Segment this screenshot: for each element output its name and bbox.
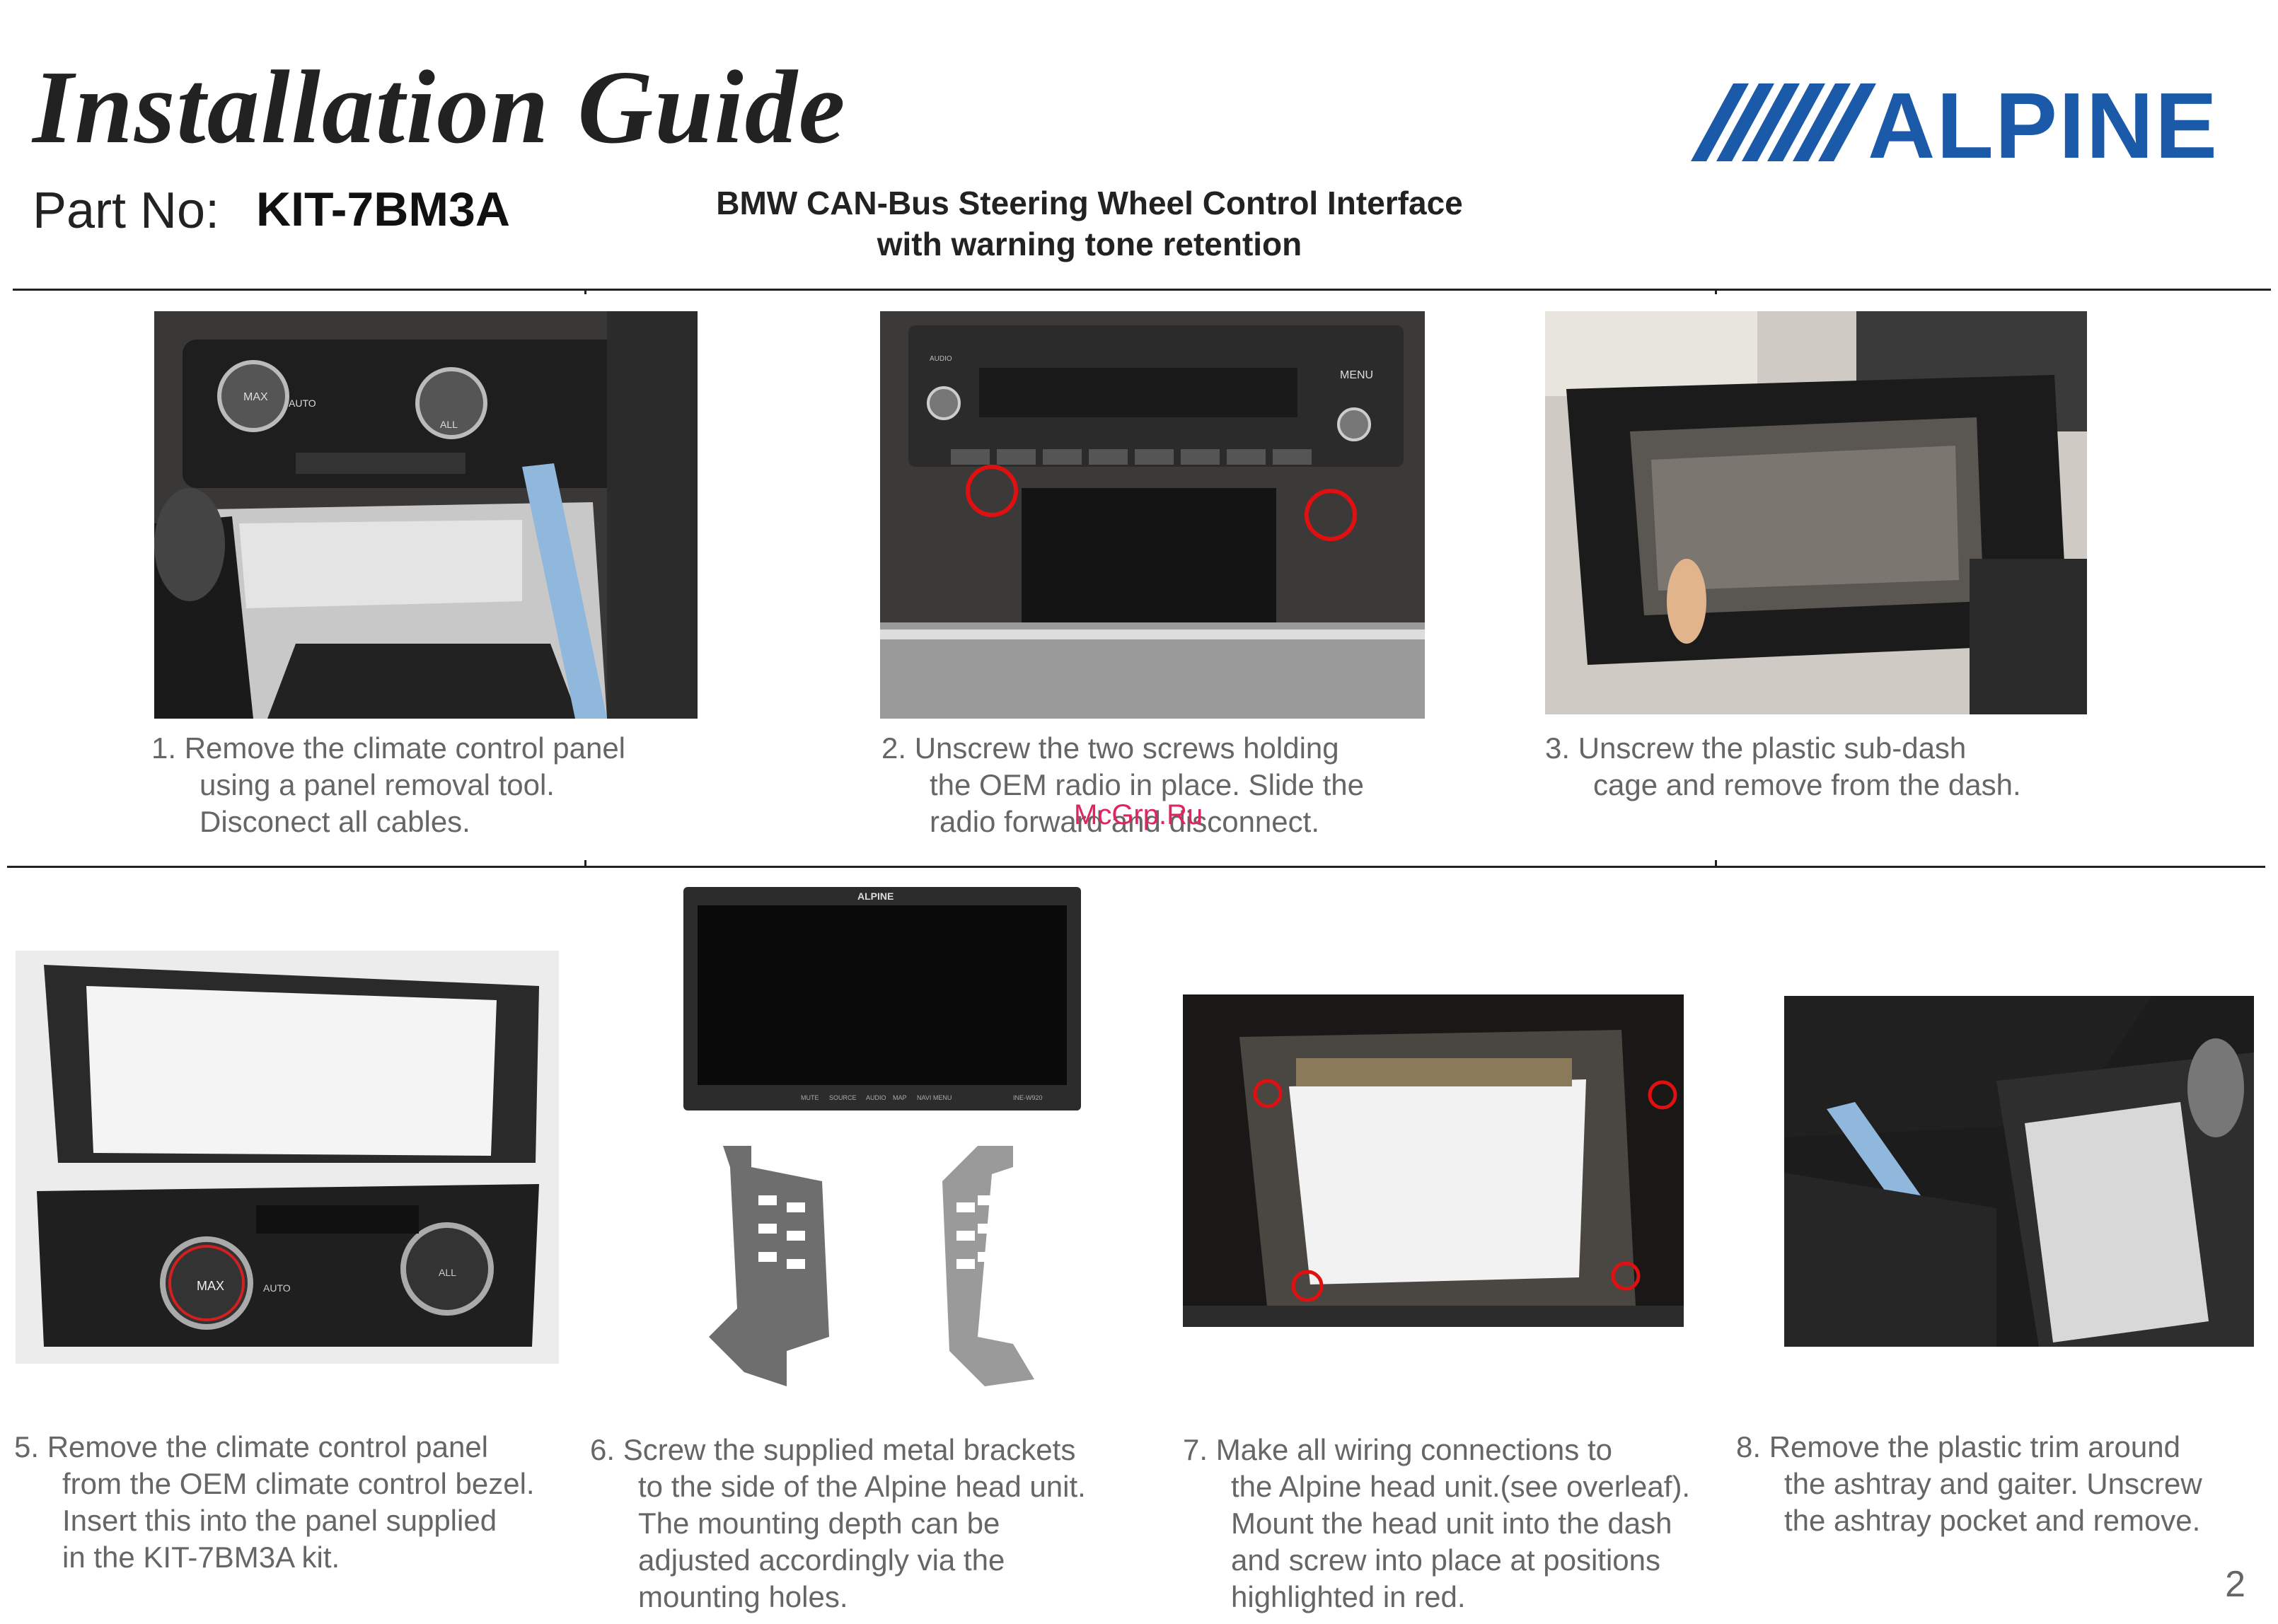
step-2-caption: 2. Unscrew the two screws holding the OE… — [881, 730, 1364, 840]
unit-button-label: MAP — [893, 1094, 907, 1101]
alpine-logo-text: ALPINE — [1868, 83, 2219, 161]
radio-audio-label: AUDIO — [930, 355, 952, 363]
photo-step-8 — [1784, 996, 2254, 1347]
bezel-all-label: ALL — [439, 1267, 456, 1278]
step-7-line-4: and screw into place at positions — [1231, 1543, 1661, 1577]
mount-marker — [1648, 1080, 1677, 1110]
photo-step-7 — [1183, 994, 1684, 1327]
bezel-auto-label: AUTO — [263, 1282, 291, 1294]
unit-button-label: AUDIO — [866, 1094, 886, 1101]
step-3-line-1: 3. Unscrew the plastic sub-dash — [1545, 731, 1967, 765]
step-8-line-2: the ashtray and gaiter. Unscrew — [1784, 1467, 2202, 1500]
unit-button-label: MUTE — [801, 1094, 819, 1101]
step-5-line-1: 5. Remove the climate control panel — [14, 1430, 489, 1463]
step-7-line-3: Mount the head unit into the dash — [1231, 1507, 1672, 1540]
climate-auto-label: AUTO — [289, 398, 316, 409]
divider-top — [13, 289, 2271, 291]
alpine-logo: ALPINE — [1691, 83, 2219, 161]
step-1-line-3: Disconect all cables. — [200, 805, 470, 838]
product-subtitle: BMW CAN-Bus Steering Wheel Control Inter… — [637, 182, 1542, 265]
divider-tick — [584, 289, 586, 294]
divider-middle — [7, 866, 2265, 868]
mount-marker — [1611, 1261, 1641, 1291]
step-5-line-3: Insert this into the panel supplied — [62, 1504, 497, 1537]
step-5-line-2: from the OEM climate control bezel. — [62, 1467, 535, 1500]
photo-step-1: MAX AUTO ALL — [154, 311, 698, 719]
step-6-line-5: mounting holes. — [638, 1580, 848, 1613]
step-6-caption: 6. Screw the supplied metal brackets to … — [590, 1432, 1086, 1616]
step-2-line-2: the OEM radio in place. Slide the — [930, 768, 1365, 801]
climate-max-label: MAX — [243, 391, 268, 403]
unit-button-label: NAVI MENU — [917, 1094, 952, 1101]
divider-tick — [584, 860, 586, 866]
photo-step-5: MAX AUTO ALL — [16, 951, 559, 1364]
step-8-caption: 8. Remove the plastic trim around the as… — [1736, 1429, 2202, 1539]
photo-step-6: ALPINE INE-W920 MUTE SOURCE AUDIO MAP NA… — [681, 884, 1084, 1408]
screw-marker — [966, 465, 1018, 517]
step-1-line-2: using a panel removal tool. — [200, 768, 555, 801]
photo-step-3 — [1545, 311, 2087, 714]
step-8-line-3: the ashtray pocket and remove. — [1784, 1504, 2201, 1537]
unit-button-label: SOURCE — [829, 1094, 857, 1101]
watermark: McGrp.Ru — [1074, 799, 1203, 830]
photo-step-2: MENU AUDIO — [880, 311, 1425, 719]
mount-marker — [1291, 1270, 1324, 1302]
step-6-line-3: The mounting depth can be — [638, 1507, 1000, 1540]
step-3-caption: 3. Unscrew the plastic sub-dash cage and… — [1545, 730, 2021, 804]
step-7-line-1: 7. Make all wiring connections to — [1183, 1433, 1612, 1466]
part-number-label: Part No: — [33, 182, 220, 239]
mount-marker — [1253, 1079, 1283, 1108]
bezel-max-label: MAX — [197, 1279, 224, 1293]
subtitle-line-2: with warning tone retention — [877, 226, 1302, 262]
step-6-line-4: adjusted accordingly via the — [638, 1543, 1005, 1577]
unit-model-label: INE-W920 — [1013, 1094, 1043, 1101]
step-1-line-1: 1. Remove the climate control panel — [151, 731, 626, 765]
step-8-line-1: 8. Remove the plastic trim around — [1736, 1430, 2180, 1463]
unit-brand-label: ALPINE — [857, 891, 894, 902]
subtitle-line-1: BMW CAN-Bus Steering Wheel Control Inter… — [716, 185, 1463, 221]
step-3-line-2: cage and remove from the dash. — [1593, 768, 2021, 801]
page-number: 2 — [2225, 1564, 2245, 1605]
step-7-line-2: the Alpine head unit.(see overleaf). — [1231, 1470, 1691, 1503]
step-1-caption: 1. Remove the climate control panel usin… — [151, 730, 625, 840]
climate-all-label: ALL — [440, 419, 458, 430]
step-2-line-3: radio forward and disconnect. — [930, 805, 1319, 838]
step-5-line-4: in the KIT-7BM3A kit. — [62, 1541, 340, 1574]
divider-tick — [1715, 289, 1717, 294]
step-6-line-1: 6. Screw the supplied metal brackets — [590, 1433, 1076, 1466]
part-number: KIT-7BM3A — [256, 182, 510, 236]
page-title: Installation Guide — [33, 50, 847, 166]
radio-menu-label: MENU — [1340, 369, 1373, 381]
screw-marker — [1305, 489, 1357, 541]
step-7-line-5: highlighted in red. — [1231, 1580, 1466, 1613]
step-2-line-1: 2. Unscrew the two screws holding — [881, 731, 1339, 765]
step-6-line-2: to the side of the Alpine head unit. — [638, 1470, 1086, 1503]
step-7-caption: 7. Make all wiring connections to the Al… — [1183, 1432, 1690, 1616]
step-5-caption: 5. Remove the climate control panel from… — [14, 1429, 535, 1576]
divider-tick — [1715, 860, 1717, 866]
